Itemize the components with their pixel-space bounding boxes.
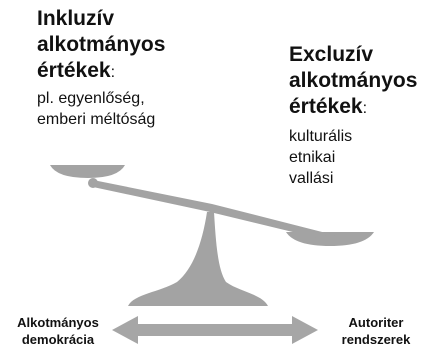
right-pivot-dot: [325, 233, 335, 243]
exclusive-heading-colon: :: [362, 100, 368, 117]
inclusive-heading-line2: alkotmányos: [37, 33, 166, 56]
spectrum-left-line1: Alkotmányos: [17, 315, 99, 330]
spectrum-right-line2: rendszerek: [341, 332, 411, 347]
exclusive-example-2: etnikai: [289, 149, 336, 166]
exclusive-heading-word: értékek: [289, 95, 363, 118]
left-pivot-dot: [88, 178, 98, 188]
spectrum-left-line2: demokrácia: [21, 332, 95, 347]
inclusive-heading-line1: Inkluzív: [37, 7, 115, 30]
spectrum-left-label: Alkotmányos demokrácia: [4, 314, 112, 348]
inclusive-heading-colon: :: [110, 64, 116, 81]
exclusive-example-1: kulturális: [289, 128, 353, 145]
exclusive-heading-line1: Excluzív: [289, 43, 374, 66]
left-scale-pan: [50, 165, 125, 178]
inclusive-values-block: Inkluzív alkotmányos értékek: pl. egyenl…: [37, 6, 237, 130]
exclusive-heading-line2: alkotmányos: [289, 69, 418, 92]
spectrum-double-arrow: [112, 316, 318, 344]
exclusive-heading-line3: értékek:: [289, 94, 424, 122]
inclusive-example-1: pl. egyenlőség,: [37, 90, 145, 107]
inclusive-heading-word: értékek: [37, 59, 111, 82]
exclusive-example-3: vallási: [289, 170, 334, 187]
inclusive-heading-line3: értékek:: [37, 58, 237, 86]
inclusive-example-2: emberi méltóság: [37, 111, 156, 128]
exclusive-values-block: Excluzív alkotmányos értékek: kulturális…: [289, 42, 424, 189]
scale-stand: [128, 212, 268, 306]
scale-beam: [93, 180, 330, 241]
spectrum-right-line1: Autoriter: [348, 315, 404, 330]
spectrum-right-label: Autoriter rendszerek: [328, 314, 424, 348]
